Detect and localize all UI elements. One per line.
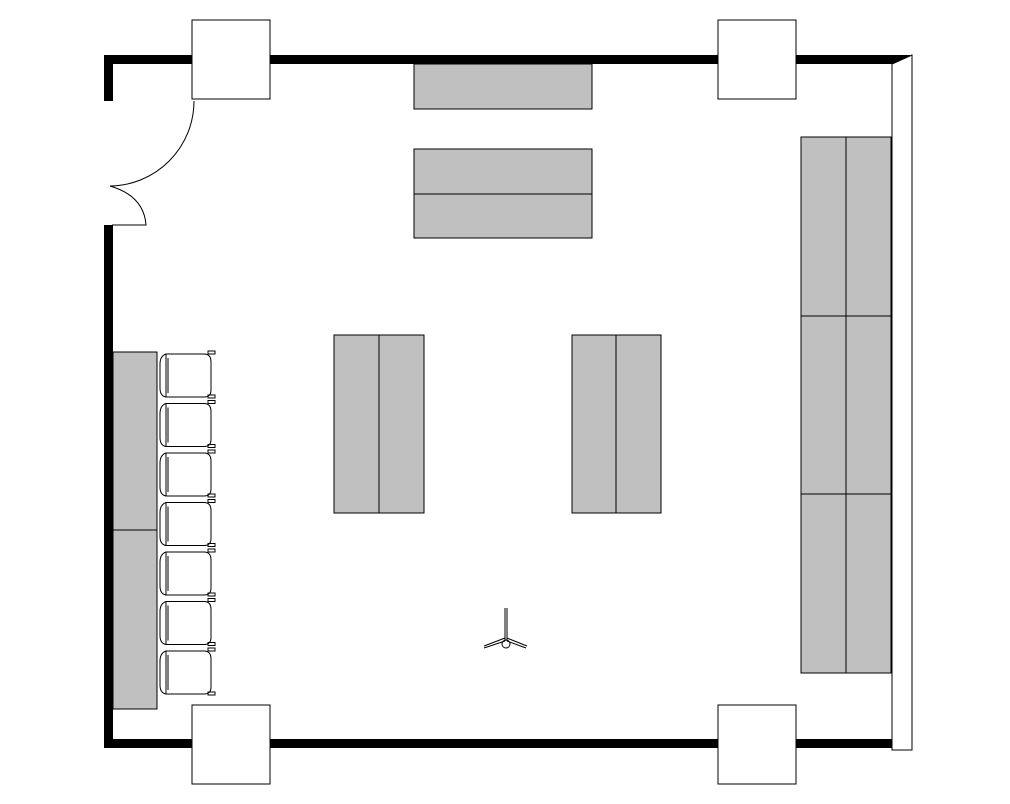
column xyxy=(717,704,797,785)
column xyxy=(191,19,271,100)
right-counter xyxy=(800,136,892,674)
left-table xyxy=(333,334,425,514)
chair xyxy=(159,400,216,448)
wall-bottom xyxy=(104,739,894,748)
wall-top xyxy=(230,55,910,64)
front-table xyxy=(413,148,593,239)
chair xyxy=(159,598,216,646)
tripod xyxy=(483,608,528,649)
chairs xyxy=(159,350,216,696)
chair xyxy=(159,350,216,399)
wall-left-lower xyxy=(104,225,113,747)
right-table xyxy=(571,334,662,514)
chair xyxy=(159,548,216,597)
top-table xyxy=(413,63,593,110)
door-swing xyxy=(109,100,195,226)
chair xyxy=(159,449,216,498)
chair xyxy=(159,647,216,696)
window-strip-right xyxy=(891,54,913,751)
columns xyxy=(191,19,797,785)
walls xyxy=(104,55,910,748)
column xyxy=(717,19,797,100)
chair xyxy=(159,499,216,547)
left-bench xyxy=(112,351,158,710)
wall-top-left-stub xyxy=(104,55,192,64)
wall-left-upper xyxy=(104,55,113,101)
column xyxy=(191,704,271,785)
